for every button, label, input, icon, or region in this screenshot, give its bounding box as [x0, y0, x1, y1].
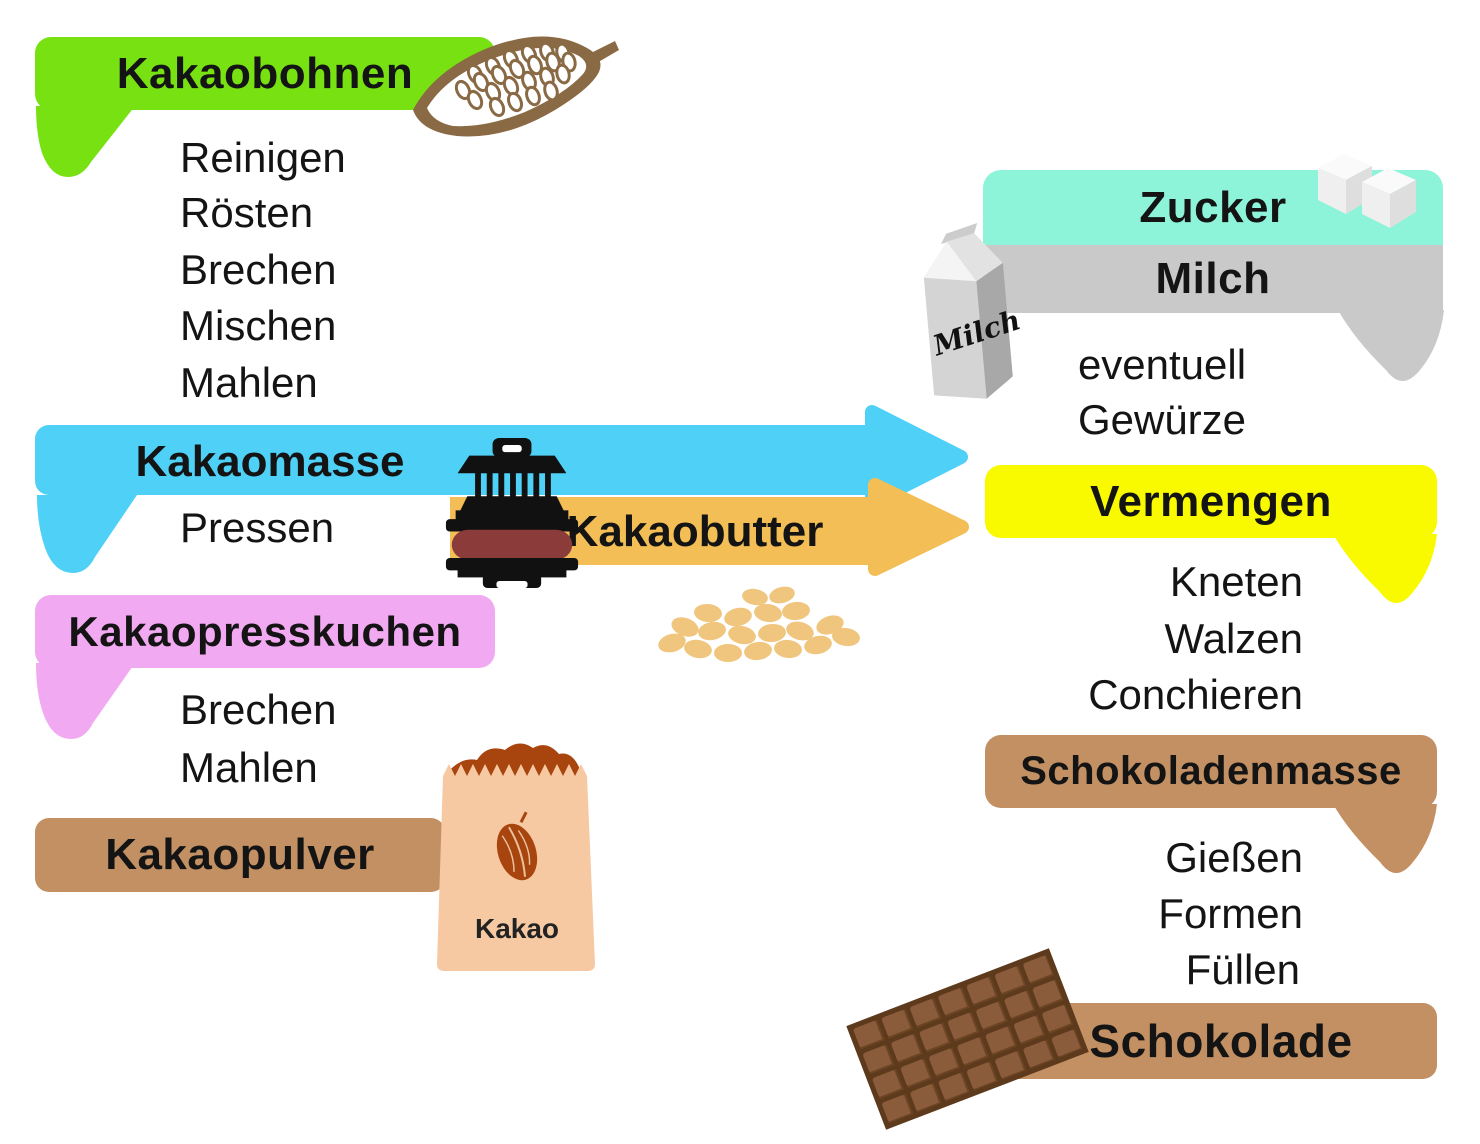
banner-kakaopulver: Kakaopulver — [35, 818, 445, 892]
process-step: Mischen — [180, 302, 337, 349]
banner-kakaobutter: Kakaobutter — [560, 506, 830, 558]
milch-banner-tail — [1338, 310, 1444, 381]
schokoladenmasse-banner-tail — [1333, 804, 1437, 873]
process-step: Conchieren — [1088, 671, 1303, 718]
process-step: Füllen — [1185, 946, 1300, 993]
kakaobohnen-banner-tail — [36, 106, 135, 177]
cocoa-pod-icon — [413, 36, 619, 137]
banner-milch-label: Milch — [1155, 254, 1271, 303]
banner-zucker-label: Zucker — [1139, 182, 1287, 232]
process-step: Brechen — [180, 686, 337, 733]
process-step: Brechen — [180, 246, 337, 293]
process-step: Reinigen — [180, 134, 346, 181]
banner-milch: Milch — [983, 245, 1443, 313]
cocoa-powder-bag-icon: Kakao — [437, 743, 595, 971]
banner-kakaobohnen-label: Kakaobohnen — [116, 48, 414, 98]
vermengen-banner-tail — [1333, 534, 1437, 603]
process-step: Walzen — [1164, 615, 1304, 662]
cocoa-butter-drops-icon — [658, 586, 860, 662]
banner-kakaopulver-label: Kakaopulver — [105, 830, 375, 879]
process-step: Rösten — [180, 189, 314, 236]
banner-kakaopresskuchen: Kakaopresskuchen — [35, 595, 495, 668]
banner-kakaomasse-label: Kakaomasse — [135, 437, 405, 486]
banner-kakaobutter-label: Kakaobutter — [566, 507, 824, 556]
process-step: Kneten — [1169, 558, 1303, 605]
process-step: Mahlen — [180, 744, 318, 791]
banner-kakaopresskuchen-label: Kakaopresskuchen — [68, 607, 462, 655]
banner-schokolade-label: Schokolade — [1089, 1015, 1353, 1067]
process-step: Pressen — [180, 504, 335, 551]
banner-vermengen: Vermengen — [985, 465, 1437, 538]
powder-bag-label: Kakao — [475, 913, 559, 944]
cocoa-press-icon — [445, 438, 579, 588]
process-step: Formen — [1158, 890, 1303, 937]
process-step: Mahlen — [180, 359, 318, 406]
kakaomasse-arrow — [35, 405, 968, 573]
milk-carton-icon: Milch — [923, 222, 1021, 399]
banner-kakaobohnen: Kakaobohnen — [35, 37, 495, 110]
sugar-cubes-icon — [1318, 154, 1416, 228]
banner-schokolade: Schokolade — [1005, 1003, 1437, 1079]
process-step: Gießen — [1165, 834, 1303, 881]
kakaopresskuchen-banner-tail — [36, 663, 135, 739]
note-line: eventuell — [1077, 341, 1247, 388]
banner-schokoladenmasse: Schokoladenmasse — [985, 735, 1437, 808]
banner-schokoladenmasse-label: Schokoladenmasse — [1020, 749, 1402, 793]
chocolate-bar-icon — [846, 948, 1089, 1130]
banner-vermengen-label: Vermengen — [1090, 476, 1332, 526]
note-line: Gewürze — [1077, 396, 1247, 443]
banner-kakaomasse: Kakaomasse — [80, 436, 460, 488]
